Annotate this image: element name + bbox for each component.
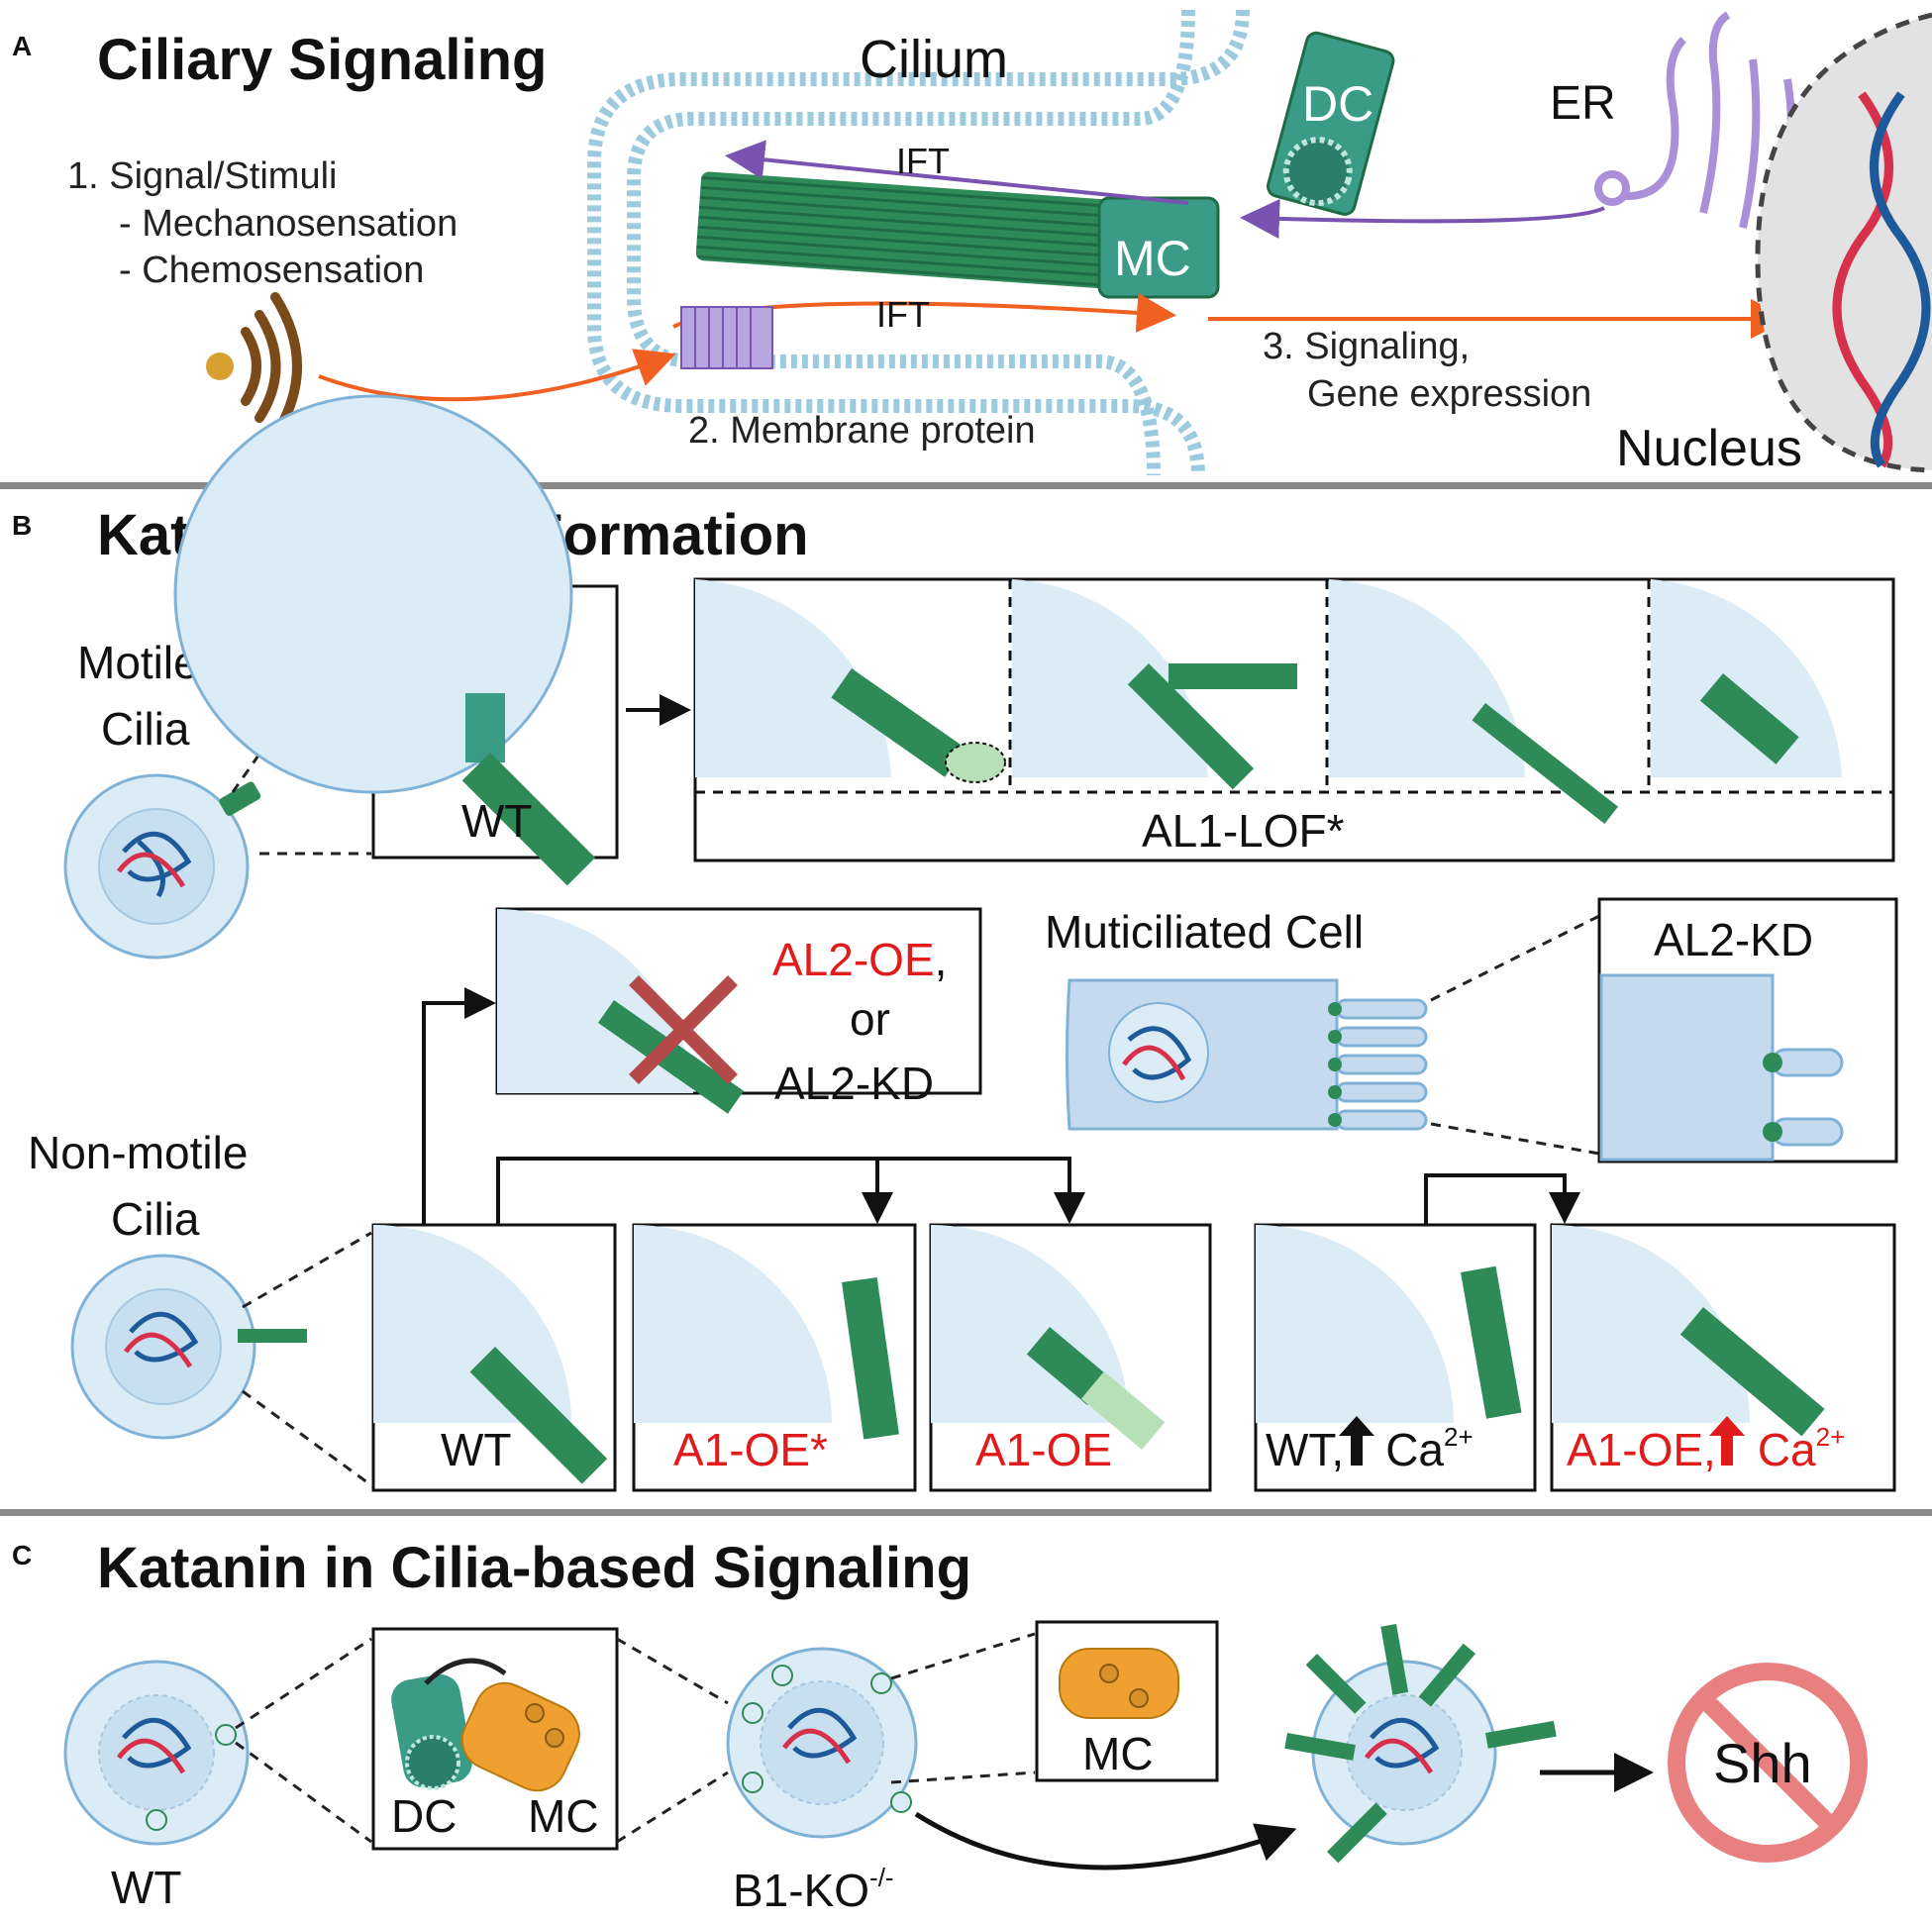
wt-to-al2-arrow: [422, 987, 496, 1225]
nonmotile-cell: [70, 1254, 307, 1440]
mc-right-label: MC: [1082, 1728, 1154, 1779]
step3-line2: Gene expression: [1307, 373, 1591, 415]
axoneme: [695, 171, 1117, 289]
al1-lof-box: [693, 577, 1895, 862]
motile-cell: [63, 773, 261, 960]
a1-oe-star-label: A1-OE*: [673, 1424, 828, 1475]
wt-motile-box: [175, 396, 619, 886]
step2-label: 2. Membrane protein: [688, 410, 1036, 452]
wt-c-label: WT: [111, 1862, 182, 1913]
b1-zoom-right-top: [890, 1632, 1036, 1680]
wt-ca-box: [1254, 1223, 1537, 1492]
b1-zoom-right-bottom: [890, 1771, 1036, 1784]
nonmotile-label-2: Cilia: [111, 1193, 200, 1245]
a1-oe-ca-label: A1-OE,Ca2+: [1567, 1422, 1845, 1475]
nonmotile-label-1: Non-motile: [28, 1127, 248, 1178]
er-to-centriole-arrow: [1240, 199, 1605, 239]
mcc-zoom-line-top: [1430, 914, 1600, 1002]
ca-up-arrow-red: [1709, 1416, 1745, 1466]
wtca-to-a1oeca-arrow: [1424, 1173, 1580, 1225]
divider-ab: [0, 482, 1932, 489]
b1-zoom-left-bottom: [616, 1771, 729, 1844]
b1-ko-label: B1-KO-/-: [733, 1863, 894, 1916]
shh-forbidden-icon: [1668, 1663, 1868, 1863]
al2-kd-mcc-box: [1597, 897, 1898, 1164]
wt-to-a1oe-bracket: [496, 1157, 1085, 1225]
mc-right-box: [1035, 1620, 1219, 1782]
wt-c-zoom-bottom: [235, 1741, 372, 1844]
motile-label-1: Motile: [77, 637, 199, 688]
divider-bc: [0, 1509, 1932, 1516]
panel-a-title: Ciliary Signaling: [97, 28, 547, 92]
shh-label: Shh: [1713, 1732, 1812, 1794]
al2-or-label: or: [850, 993, 890, 1045]
membrane-protein-icon: [680, 306, 773, 369]
multiciliated-cell: [1066, 978, 1428, 1131]
mc-c-label: MC: [528, 1790, 599, 1842]
ift-top-label: IFT: [896, 141, 950, 181]
dc-c-label: DC: [391, 1790, 457, 1842]
wt-ca-label: WT,Ca2+: [1266, 1422, 1474, 1475]
panel-b-letter: B: [12, 510, 32, 541]
signal-to-protein-arrow: [318, 349, 676, 402]
ciliary-membrane-inner: [627, 9, 1195, 476]
wt-cell-c: [63, 1660, 250, 1846]
wt-nonmotile-box: [371, 1223, 617, 1492]
ca-up-arrow-black: [1339, 1416, 1374, 1466]
al2-oe-kd-box: [495, 907, 982, 1114]
nonmotile-zoom-line-top: [242, 1231, 372, 1309]
signal-stimulus-icon: [206, 292, 302, 441]
panel-c-letter: C: [12, 1540, 32, 1570]
a1-oe-label: A1-OE: [975, 1424, 1112, 1475]
mc-label: MC: [1114, 231, 1191, 286]
dna-helix-icon: [1832, 91, 1931, 468]
panel-b: B Katanin in Cilia Formation Motile Cili…: [12, 396, 1898, 1492]
step1-item2: - Chemosensation: [119, 250, 424, 291]
ift-retrograde-arrow: [725, 140, 1189, 205]
al2-kd-right-label: AL2-KD: [1654, 914, 1813, 965]
nonmotile-zoom-line-bottom: [242, 1389, 372, 1487]
multiciliated-label: Muticiliated Cell: [1045, 906, 1364, 958]
al1-lof-label: AL1-LOF*: [1142, 805, 1345, 857]
panel-a-letter: A: [12, 31, 32, 61]
panel-c-title: Katanin in Cilia-based Signaling: [97, 1536, 971, 1600]
ift-bottom-label: IFT: [876, 294, 930, 335]
a1-oe-star-box: [632, 1223, 917, 1492]
al2-oe-label: AL2-OE,: [772, 934, 947, 985]
panel-a: A Ciliary Signaling Cilium MC DC IFT IFT: [12, 9, 1932, 477]
wt-top-label: WT: [461, 795, 533, 847]
panel-c: C Katanin in Cilia-based Signaling WT DC…: [12, 1536, 1868, 1916]
motile-label-2: Cilia: [101, 703, 190, 755]
wt-bottom-label: WT: [441, 1424, 512, 1475]
b1-to-multicilia-arrow: [914, 1811, 1297, 1871]
er-label: ER: [1550, 77, 1616, 130]
a1-oe-box: [929, 1223, 1212, 1492]
step1-title: 1. Signal/Stimuli: [67, 155, 337, 197]
daughter-centriole: [1266, 31, 1395, 216]
ciliary-membrane-outer: [587, 9, 1250, 476]
step1-item1: - Mechanosensation: [119, 203, 458, 245]
nucleus-label: Nucleus: [1616, 420, 1802, 477]
dc-mc-box: [371, 1627, 619, 1851]
b1-ko-cell: [726, 1647, 918, 1839]
mcc-zoom-line-bottom: [1430, 1122, 1600, 1156]
al2-kd-box-label: AL2-KD: [774, 1058, 934, 1109]
step3-line1: 3. Signaling,: [1263, 326, 1470, 367]
b1-zoom-left-top: [616, 1637, 729, 1705]
nucleus-envelope: [1755, 12, 1932, 473]
dc-label: DC: [1302, 76, 1373, 132]
multi-cilia-cell: [1284, 1624, 1557, 1864]
wt-c-zoom-top: [235, 1637, 372, 1730]
cilium-label: Cilium: [860, 30, 1008, 89]
